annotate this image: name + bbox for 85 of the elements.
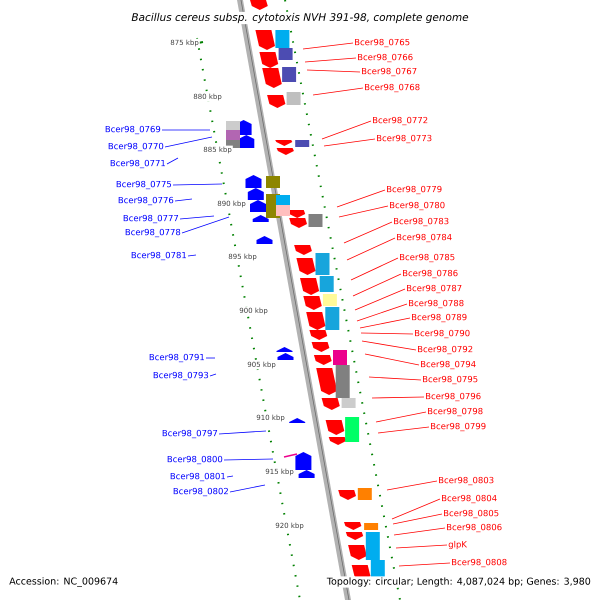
- gene-label: Bcer98_0802: [174, 488, 228, 496]
- gene-label: Bcer98_0798: [428, 408, 483, 416]
- gene-label: Bcer98_0794: [421, 360, 476, 370]
- gene-label: Bcer98_0800: [168, 456, 222, 464]
- leader-line: [354, 288, 406, 310]
- leader-line: [224, 458, 274, 460]
- leader-line: [180, 216, 214, 220]
- gene-label: Bcer98_0768: [365, 84, 420, 92]
- gene-label: Bcer98_0769: [106, 126, 160, 134]
- leader-line: [174, 198, 192, 202]
- gene-label: Bcer98_0779: [387, 186, 442, 194]
- gene-label: Bcer98_0773: [377, 134, 432, 144]
- leader-line: [188, 254, 196, 256]
- gene-label: Bcer98_0799: [431, 422, 486, 432]
- gene-label: Bcer98_0804: [442, 494, 497, 504]
- gene-label: Bcer98_0801: [170, 472, 225, 482]
- gene-label: Bcer98_0775: [116, 180, 172, 190]
- gene-label: Bcer98_0806: [447, 524, 502, 532]
- leader-line: [392, 498, 440, 520]
- leader-line: [350, 258, 398, 280]
- gene-label: Bcer98_0791: [150, 354, 204, 362]
- leader-line: [336, 190, 386, 208]
- gene-label: Bcer98_0780: [390, 202, 445, 210]
- leader-line: [304, 58, 356, 62]
- gene-label: Bcer98_0771: [110, 160, 165, 168]
- gene-label: Bcer98_0784: [397, 234, 452, 242]
- leader-line: [362, 340, 416, 350]
- leader-line: [378, 426, 430, 434]
- gene-label: Bcer98_0783: [394, 218, 448, 226]
- gene-label: Bcer98_0789: [412, 314, 467, 322]
- gene-label: Bcer98_0770: [108, 142, 164, 152]
- leader-line: [372, 396, 424, 398]
- gene-label: Bcer98_0790: [415, 330, 470, 338]
- gene-label: Bcer98_0767: [362, 68, 416, 76]
- leader-line: [394, 528, 446, 536]
- gene-label: Bcer98_0777: [124, 214, 178, 224]
- leader-line: [322, 120, 372, 140]
- gene-label: Bcer98_0793: [154, 372, 208, 380]
- leader-line: [172, 184, 222, 186]
- genome-stats-text: Topology: circular; Length: 4,087,024 bp; Genes: 3,980: [326, 576, 592, 588]
- gene-label: Bcer98_0781: [132, 252, 186, 260]
- leader-line: [344, 222, 392, 244]
- leader-line: [338, 206, 388, 218]
- gene-label: Bcer98_0805: [444, 510, 498, 518]
- gene-label: glpK: [448, 540, 468, 550]
- leader-line: [346, 238, 396, 260]
- leader-line: [302, 42, 354, 50]
- leader-line: [312, 88, 364, 96]
- gene-label: Bcer98_0808: [452, 558, 507, 568]
- leader-line: [226, 476, 234, 478]
- gene-label: Bcer98_0787: [407, 284, 462, 294]
- leader-line: [368, 376, 422, 380]
- leader-line: [182, 216, 230, 234]
- gene-label: Bcer98_0788: [409, 300, 464, 308]
- leader-line: [210, 374, 216, 376]
- gene-label: Bcer98_0776: [118, 196, 174, 206]
- leader-line: [230, 484, 266, 492]
- gene-label: Bcer98_0796: [426, 392, 481, 402]
- leader-line: [396, 544, 448, 548]
- gene-label: Bcer98_0772: [373, 116, 428, 126]
- gene-label: Bcer98_0785: [400, 254, 454, 262]
- gene-label: Bcer98_0795: [423, 376, 478, 384]
- leader-line: [166, 158, 178, 164]
- leader-line: [324, 138, 376, 146]
- gene-label: Bcer98_0797: [162, 430, 218, 438]
- gene-label: Bcer98_0766: [358, 54, 413, 62]
- leader-line: [356, 304, 408, 322]
- gene-label: Bcer98_0778: [126, 228, 180, 238]
- accession-text: Accession: NC_009674: [9, 577, 118, 587]
- gene-label: Bcer98_0786: [403, 270, 458, 278]
- leader-line: [306, 70, 360, 72]
- leader-line: [386, 480, 438, 490]
- leader-line: [360, 332, 414, 334]
- leader-line: [164, 136, 212, 148]
- gene-label: Bcer98_0792: [418, 346, 472, 354]
- gene-label: Bcer98_0765: [355, 38, 410, 48]
- title: Bacillus cereus subsp. cytotoxis NVH 391-98, complete genome: [130, 12, 470, 24]
- leader-line: [398, 562, 450, 566]
- leader-line: [352, 274, 402, 296]
- leader-line: [360, 318, 410, 328]
- leader-line: [364, 354, 420, 366]
- leader-line: [218, 430, 266, 434]
- leader-line: [392, 514, 442, 524]
- leader-line: [376, 412, 426, 422]
- gene-label: Bcer98_0803: [439, 476, 494, 486]
